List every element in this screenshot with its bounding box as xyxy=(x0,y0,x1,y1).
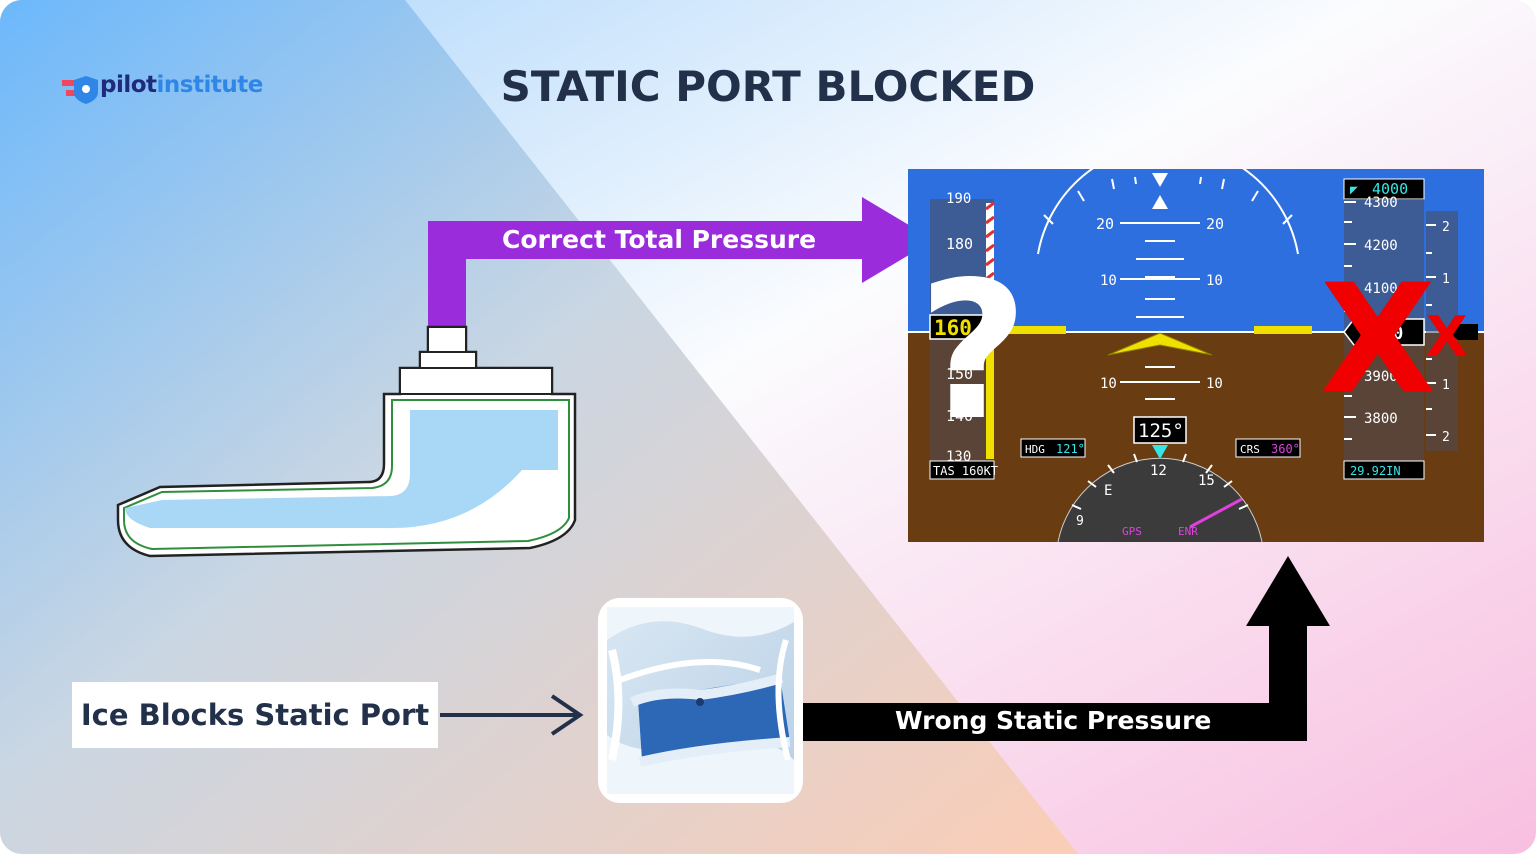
true-airspeed: TAS 160KT xyxy=(933,464,998,478)
heading-readout: 125° xyxy=(1138,420,1184,442)
pitch-label: 10 xyxy=(1206,273,1223,289)
static-pressure-arrow xyxy=(795,556,1330,741)
ice-pointer-arrow xyxy=(440,694,584,736)
compass-mark: 15 xyxy=(1198,473,1215,489)
crs-value: 360° xyxy=(1271,442,1300,456)
compass-mark: E xyxy=(1104,483,1112,499)
pitot-tube xyxy=(116,325,577,558)
primary-flight-display: 20 20 10 10 10 10 190 180 150 140 130 TA… xyxy=(908,169,1484,542)
altitude-tape: ◤ 4000 4300 4200 4100 3900 3800 4000 29.… xyxy=(1343,178,1478,480)
vsi-mark: 1 xyxy=(1442,272,1450,287)
hdg-value: 121° xyxy=(1056,442,1085,456)
wrong-static-pressure-label: Wrong Static Pressure xyxy=(895,706,1212,735)
pitch-label: 10 xyxy=(1206,376,1223,392)
barometric-setting: 29.92IN xyxy=(1350,464,1401,478)
vsi-mark: 2 xyxy=(1442,430,1450,445)
ice-blocks-static-port-label: Ice Blocks Static Port xyxy=(80,698,430,732)
hdg-label: HDG xyxy=(1025,443,1045,456)
airspeed-mark: 150 xyxy=(946,365,973,383)
heading-bug-icon xyxy=(1152,445,1168,459)
altitude-mark: 3900 xyxy=(1364,369,1398,385)
ice-blocks-static-port-box: Ice Blocks Static Port xyxy=(72,682,438,748)
nav-phase-label: ENR xyxy=(1178,525,1198,538)
aircraft-symbol-icon xyxy=(1008,326,1312,356)
pitch-ladder xyxy=(1120,222,1200,400)
compass-mark: 9 xyxy=(1076,514,1084,529)
airspeed-tape: 190 180 150 140 130 TAS 160KT 160 xyxy=(929,191,998,480)
nav-source-label: GPS xyxy=(1122,525,1142,538)
logo-text-institute: institute xyxy=(156,72,264,98)
altitude-mark: 4200 xyxy=(1364,238,1398,254)
altitude-mark: 4300 xyxy=(1364,195,1398,211)
heading-indicator: 125° 12 E 15 9 GPS ENR HDG 121° CRS 360° xyxy=(1020,416,1301,542)
pitch-label: 10 xyxy=(1100,273,1117,289)
ice-static-port-image xyxy=(598,598,803,803)
vsi-mark: 1 xyxy=(1442,378,1450,393)
logo-emblem-icon xyxy=(62,76,98,104)
pitch-label: 20 xyxy=(1206,215,1224,233)
page-title: STATIC PORT BLOCKED xyxy=(500,62,1036,111)
logo-text-pilot: pilot xyxy=(100,72,157,98)
altitude-mark: 4100 xyxy=(1364,281,1398,297)
total-pressure-arrow xyxy=(428,197,934,327)
altitude-mark: 3800 xyxy=(1364,411,1398,427)
altitude-readout: 4000 xyxy=(1360,323,1403,344)
selected-altitude: 4000 xyxy=(1372,180,1408,198)
vsi-mark: 2 xyxy=(1442,220,1450,235)
airspeed-unknown-question-mark: ? xyxy=(918,241,1028,462)
airspeed-mark: 190 xyxy=(946,191,971,207)
correct-total-pressure-label: Correct Total Pressure xyxy=(502,225,817,254)
pitch-label: 10 xyxy=(1100,376,1117,392)
logo: pilotinstitute xyxy=(100,72,263,98)
crs-label: CRS xyxy=(1240,443,1260,456)
course-needle-icon xyxy=(1189,497,1243,529)
airspeed-mark: 140 xyxy=(946,407,973,425)
compass-mark: 12 xyxy=(1150,463,1167,479)
vsi-failed-x-mark: X xyxy=(1426,305,1468,368)
svg-text:◤: ◤ xyxy=(1350,183,1358,198)
airspeed-mark: 180 xyxy=(946,235,973,253)
roll-pointer-icon xyxy=(1152,173,1168,187)
airspeed-readout: 160 xyxy=(934,316,972,340)
pitch-label: 20 xyxy=(1096,215,1114,233)
roll-arc xyxy=(1037,169,1299,255)
altitude-failed-x-mark: X xyxy=(1320,253,1436,427)
